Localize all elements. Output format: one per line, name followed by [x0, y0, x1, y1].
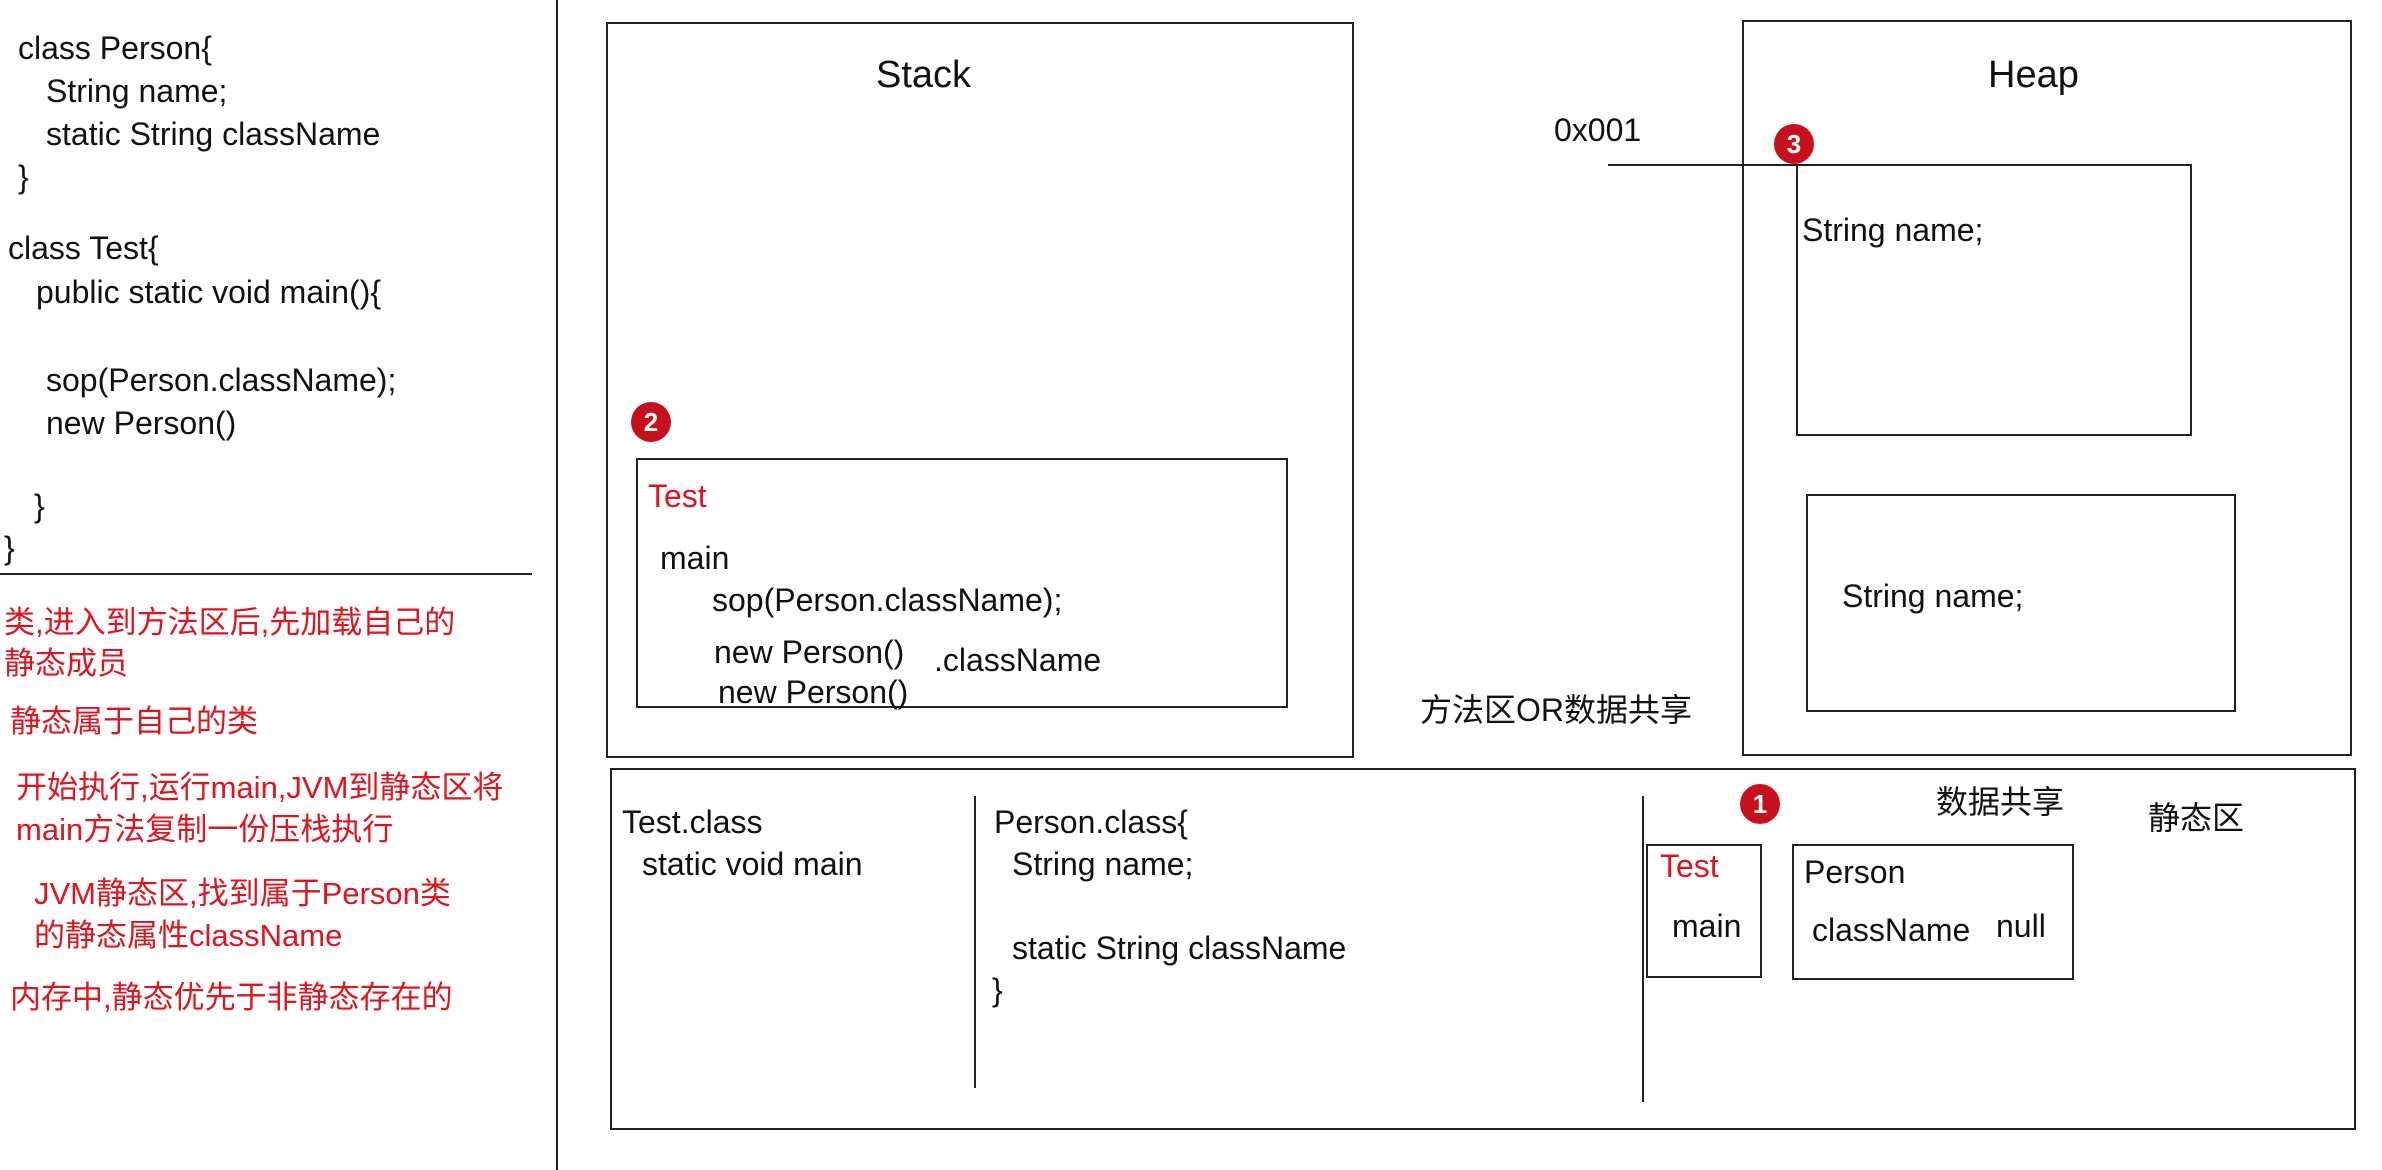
code-line: }	[4, 530, 15, 566]
code-line: sop(Person.className);	[46, 362, 397, 398]
code-line: }	[18, 159, 29, 195]
code-line: }	[34, 488, 45, 524]
test-class-member: static void main	[642, 846, 863, 882]
static-test-name: Test	[1660, 848, 1719, 884]
heap-object-field: String name;	[1802, 212, 1984, 248]
code-line: class Test{	[8, 230, 159, 266]
method-area-box	[610, 768, 2356, 1130]
code-line: class Person{	[18, 30, 212, 66]
stack-box	[606, 22, 1354, 758]
step-badge-2: 2	[631, 402, 671, 442]
static-area-divider	[1642, 796, 1644, 1102]
person-class-field: String name;	[1012, 846, 1194, 882]
note-text: 开始执行,运行main,JVM到静态区将	[16, 770, 504, 805]
heap-object-1	[1796, 164, 2192, 436]
note-text: JVM静态区,找到属于Person类	[34, 876, 451, 911]
person-class-name: Person.class{	[994, 804, 1188, 840]
test-class-name: Test.class	[622, 804, 763, 840]
reference-line	[1608, 164, 1796, 166]
frame-call: new Person()	[714, 634, 905, 670]
code-line: new Person()	[46, 405, 237, 441]
static-person-box	[1792, 844, 2074, 980]
note-text: 静态成员	[4, 646, 128, 681]
note-text: 类,进入到方法区后,先加载自己的	[4, 605, 456, 640]
static-person-field: className	[1812, 912, 1971, 948]
person-class-close: }	[992, 972, 1003, 1008]
heap-address: 0x001	[1554, 112, 1642, 148]
stack-frame	[636, 458, 1288, 708]
class-divider	[974, 796, 976, 1088]
code-divider	[0, 573, 532, 575]
step-badge-3: 3	[1774, 124, 1814, 164]
stack-title: Stack	[876, 54, 972, 96]
static-area-label: 静态区	[2148, 800, 2245, 836]
code-line: public static void main(){	[36, 274, 382, 310]
static-person-value: null	[1996, 908, 2046, 944]
frame-call-suffix: .className	[934, 642, 1102, 678]
note-text: 静态属于自己的类	[10, 704, 258, 739]
code-line: String name;	[46, 73, 228, 109]
static-test-box	[1646, 844, 1762, 978]
heap-object-field: String name;	[1842, 578, 2024, 614]
heap-box	[1742, 20, 2352, 756]
frame-call: sop(Person.className);	[712, 582, 1063, 618]
panel-divider	[556, 0, 558, 1170]
note-text: 内存中,静态优先于非静态存在的	[10, 980, 453, 1015]
method-area-label: 方法区OR数据共享	[1420, 692, 1693, 728]
note-text: 的静态属性className	[34, 918, 343, 953]
heap-title: Heap	[1988, 54, 2079, 96]
note-text: main方法复制一份压栈执行	[16, 812, 394, 847]
frame-class-name: Test	[648, 478, 707, 514]
person-class-field: static String className	[1012, 930, 1347, 966]
frame-method: main	[660, 540, 730, 576]
static-test-member: main	[1672, 908, 1742, 944]
heap-object-2	[1806, 494, 2236, 712]
static-person-name: Person	[1804, 854, 1906, 890]
shared-data-label: 数据共享	[1936, 784, 2065, 820]
code-line: static String className	[46, 116, 381, 152]
frame-call: new Person()	[718, 674, 909, 710]
step-badge-1: 1	[1740, 784, 1780, 824]
